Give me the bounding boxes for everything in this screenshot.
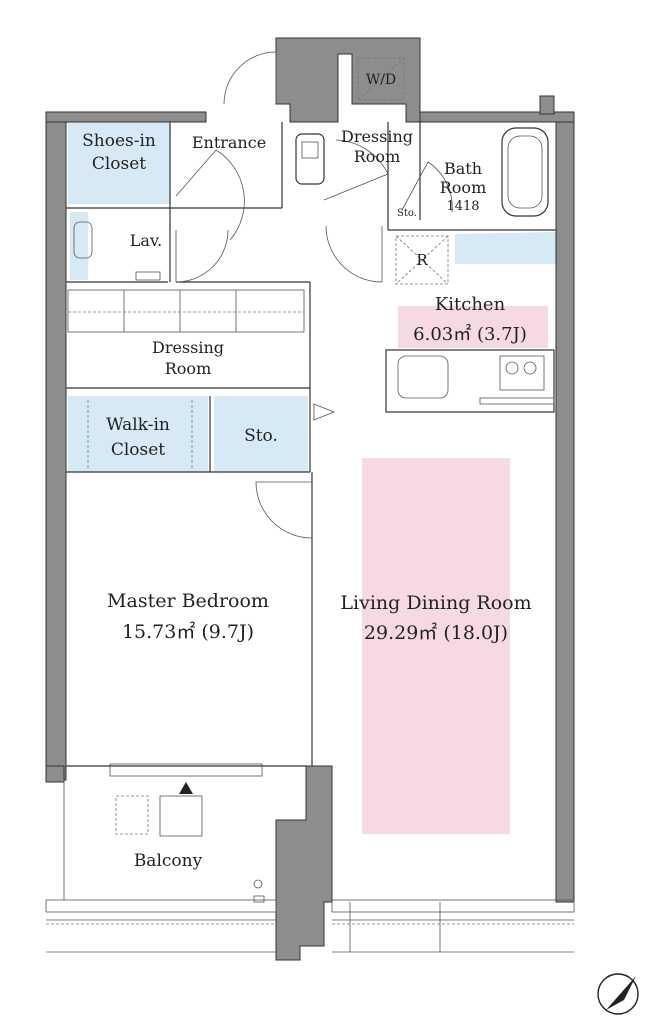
kitchen-counter-area xyxy=(455,232,556,264)
dressing-top-label-1: Dressing xyxy=(341,127,413,146)
kitchen-highlight xyxy=(398,306,548,348)
wall-east xyxy=(555,111,575,903)
living-dining-label-1: Living Dining Room xyxy=(340,592,531,614)
bath-label-1: Bath xyxy=(444,159,482,178)
refrigerator-box xyxy=(395,235,449,285)
bath-label-2: Room xyxy=(440,178,486,197)
compass-north-icon xyxy=(597,973,639,1015)
stove-icon xyxy=(499,355,545,391)
wd-label: W/D xyxy=(366,72,396,88)
walk-in-closet-area xyxy=(68,396,208,472)
sto-area xyxy=(214,396,308,472)
walk-in-closet-label-1: Walk-in xyxy=(106,415,170,435)
sto-label: Sto. xyxy=(244,426,278,446)
wall-north-left xyxy=(45,111,207,123)
entrance-label: Entrance xyxy=(192,133,266,152)
bath-label-3: 1418 xyxy=(446,199,479,214)
lav-label: Lav. xyxy=(130,231,162,250)
shoes-closet-area xyxy=(68,122,170,204)
master-bedroom-label-2: 15.73㎡ (9.7J) xyxy=(122,620,254,643)
sto-small-label: Sto. xyxy=(397,208,417,219)
dressing-mid-label-2: Room xyxy=(165,359,211,378)
kitchen-counter xyxy=(385,349,555,413)
wall-central-block xyxy=(275,37,421,123)
bathtub-icon xyxy=(501,127,549,217)
living-dining-label-2: 29.29㎡ (18.0J) xyxy=(364,621,508,644)
entry-triangle-icon xyxy=(179,782,193,794)
shoes-closet-label-2: Closet xyxy=(92,154,146,174)
wall-west xyxy=(45,111,67,781)
wall-west-lower xyxy=(45,765,65,783)
lav-storage-area xyxy=(70,212,88,280)
toilet-icon xyxy=(73,221,93,259)
refrigerator-label: R xyxy=(416,251,428,269)
shoes-closet-label-1: Shoes-in xyxy=(82,131,156,151)
kitchen-sink-icon xyxy=(397,355,449,399)
dressing-mid-label-1: Dressing xyxy=(152,338,224,357)
sink-icon xyxy=(295,133,325,185)
dressing-top-label-2: Room xyxy=(354,147,400,166)
kitchen-label-2: 6.03㎡ (3.7J) xyxy=(413,323,527,345)
kitchen-label-1: Kitchen xyxy=(435,294,506,315)
master-bedroom-label-1: Master Bedroom xyxy=(107,590,269,612)
wall-balcony-pillar xyxy=(275,765,333,961)
walk-in-closet-label-2: Closet xyxy=(111,440,165,460)
living-highlight xyxy=(362,458,510,834)
balcony-label: Balcony xyxy=(134,851,203,871)
wall-top-right xyxy=(539,95,555,115)
